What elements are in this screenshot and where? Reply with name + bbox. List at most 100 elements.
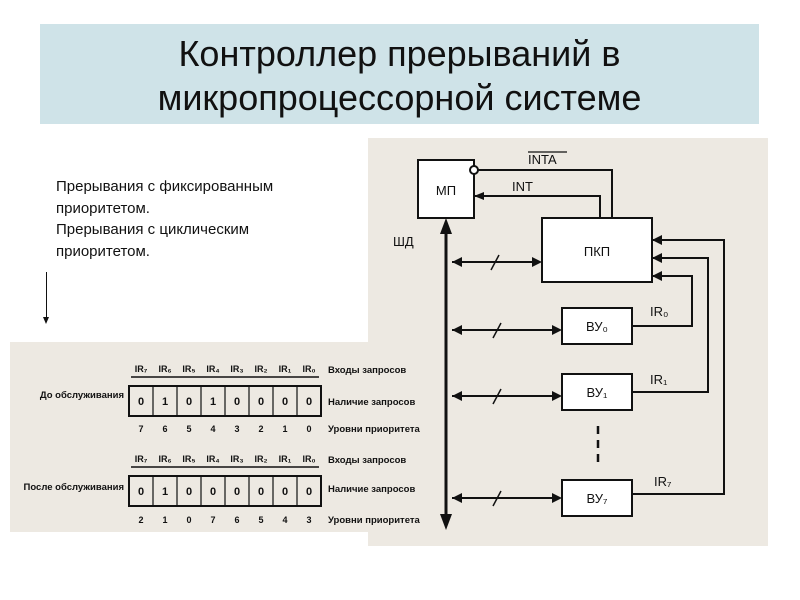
ir-header-after-0: IR₀ [302,454,315,464]
note-line-4: приоритетом. [56,242,150,260]
level-before-2: 2 [258,424,263,434]
level-after-0: 3 [306,515,311,525]
int-arrow-icon [474,192,484,200]
level-before-6: 6 [162,424,167,434]
bit-after-2: 0 [258,486,264,498]
level-before-7: 7 [138,424,143,434]
ir-header-before-5: IR₅ [182,364,195,374]
level-after-5: 0 [186,515,191,525]
row-label-presence-before: Наличие запросов [328,397,415,408]
bus-vu0-right-arrow-icon [552,325,562,335]
block-diagram [417,159,725,530]
ir7-label: IR₇ [654,474,672,489]
ir0-line [632,275,693,327]
level-before-5: 5 [186,424,191,434]
bus-vu7-slash-mark [492,490,502,507]
bit-before-7: 0 [138,396,144,408]
bit-after-5: 0 [186,486,192,498]
ir-header-after-6: IR₆ [158,454,171,464]
ir-header-before-2: IR₂ [255,364,268,374]
bit-after-0: 0 [306,486,312,498]
ir-header-before-1: IR₁ [279,364,292,374]
bit-before-5: 0 [186,396,192,408]
bus-vu0-slash-mark [492,322,502,339]
ir1-label: IR₁ [650,372,668,387]
bus-pkp-right-arrow-icon [532,257,542,267]
bit-before-3: 0 [234,396,240,408]
bus-vu1-slash-mark [492,388,502,405]
vu7-label: ВУ₇ [587,491,608,506]
label-after-service: После обслуживания [24,482,124,493]
title-line-2: микропроцессорной системе [157,77,642,118]
bus-vu7-right-arrow-icon [552,493,562,503]
level-after-4: 7 [210,515,215,525]
data-bus-bottom-arrow-icon [440,514,452,530]
bit-after-1: 0 [282,486,288,498]
level-before-4: 4 [210,424,215,434]
vu0-label: ВУ₀ [586,319,608,334]
ir-header-after-7: IR₇ [135,454,148,464]
notes-text: Прерывания с фиксированным приоритетом. … [56,176,376,262]
bus-vu7-left-arrow-icon [452,493,462,503]
bus-pkp-left-arrow-icon [452,257,462,267]
level-after-3: 6 [234,515,239,525]
title-line-1: Контроллер прерываний в [178,33,621,74]
level-before-3: 3 [234,424,239,434]
inta-label: INTA [528,152,557,167]
slide-title: Контроллер прерываний в микропроцессорно… [40,24,759,120]
bit-before-4: 1 [210,396,216,408]
ir-header-after-3: IR₃ [230,454,243,464]
level-after-6: 1 [162,515,167,525]
down-arrow-icon [43,272,49,324]
pkp-block [541,217,653,283]
inta-inverter-circle [469,165,479,175]
register-table: IR₇ IR₆ IR₅ IR₄ IR₃ IR₂ IR₁ IR₀ Входы за… [24,364,421,526]
bit-before-1: 0 [282,396,288,408]
pkp-label: ПКП [584,244,610,259]
bit-before-0: 0 [306,396,312,408]
ir-header-after-1: IR₁ [279,454,292,464]
data-bus-top-arrow-icon [440,218,452,234]
note-line-2: приоритетом. [56,199,150,217]
bit-before-6: 1 [162,396,168,408]
note-line-1: Прерывания с фиксированным [56,178,274,195]
bit-before-2: 0 [258,396,264,408]
vu1-label: ВУ₁ [587,385,608,400]
ir-header-before-4: IR₄ [206,364,219,374]
level-before-0: 0 [306,424,311,434]
note-line-3: Прерывания с циклическим [56,221,250,238]
row-label-levels-before: Уровни приоритета [328,424,421,435]
level-before-1: 1 [282,424,287,434]
mp-label: МП [436,183,456,198]
vu7-block [561,479,633,517]
bus-vu1-right-arrow-icon [552,391,562,401]
ir7-line [632,239,725,495]
ir7-arrow-icon [652,235,662,245]
scan-background-table [10,342,418,532]
shd-label: ШД [393,234,414,249]
inta-line [474,169,613,218]
title-band [40,24,759,124]
ir-header-before-6: IR₆ [158,364,171,374]
bit-after-7: 0 [138,486,144,498]
bit-after-4: 0 [210,486,216,498]
vu1-block [561,373,633,411]
ir0-label: IR₀ [650,304,668,319]
ir-header-before-7: IR₇ [135,364,148,374]
ir-header-after-4: IR₄ [206,454,219,464]
row-label-inputs-before: Входы запросов [328,365,406,376]
ir0-arrow-icon [652,271,662,281]
bit-after-3: 0 [234,486,240,498]
level-after-1: 4 [282,515,287,525]
ir-header-after-5: IR₅ [182,454,195,464]
int-label: INT [512,179,533,194]
ir1-arrow-icon [652,253,662,263]
row-label-inputs-after: Входы запросов [328,455,406,466]
int-line [474,195,601,218]
ir-header-before-0: IR₀ [302,364,315,374]
level-after-2: 5 [258,515,263,525]
bus-vu0-left-arrow-icon [452,325,462,335]
level-after-7: 2 [138,515,143,525]
ir1-line [632,257,709,393]
